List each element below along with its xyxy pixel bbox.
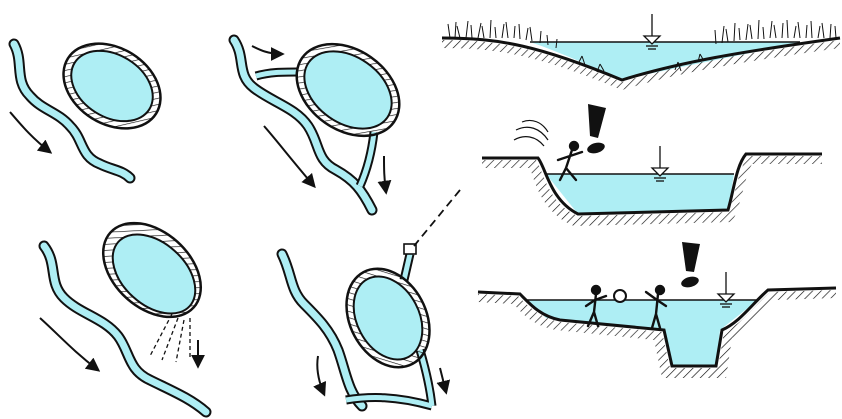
panel-pond-seeping-into-ground <box>40 204 219 412</box>
panel-steep-bank-danger <box>482 104 822 226</box>
flow-arrow <box>252 46 282 54</box>
flow-arrow <box>10 112 50 152</box>
splash-lines <box>514 120 548 146</box>
panel-pond-beside-river <box>10 26 176 178</box>
flow-arrow <box>440 368 446 392</box>
dashed-pipe-line <box>414 190 460 246</box>
exclamation-icon <box>586 104 606 155</box>
flow-arrow <box>384 156 386 192</box>
panel-natural-shallow-bank <box>442 14 840 90</box>
water-section <box>546 174 734 214</box>
seepage-lines <box>150 314 190 362</box>
flow-arrow <box>264 126 314 186</box>
flow-arrow <box>40 318 98 370</box>
panel-pond-fed-by-pipe <box>282 190 460 406</box>
ball-icon <box>614 290 626 302</box>
exclamation-icon <box>680 242 700 289</box>
panel-pond-fed-by-river-channels <box>234 25 417 210</box>
flow-arrow <box>317 356 324 394</box>
panel-sudden-deep-hole-danger <box>478 242 836 378</box>
